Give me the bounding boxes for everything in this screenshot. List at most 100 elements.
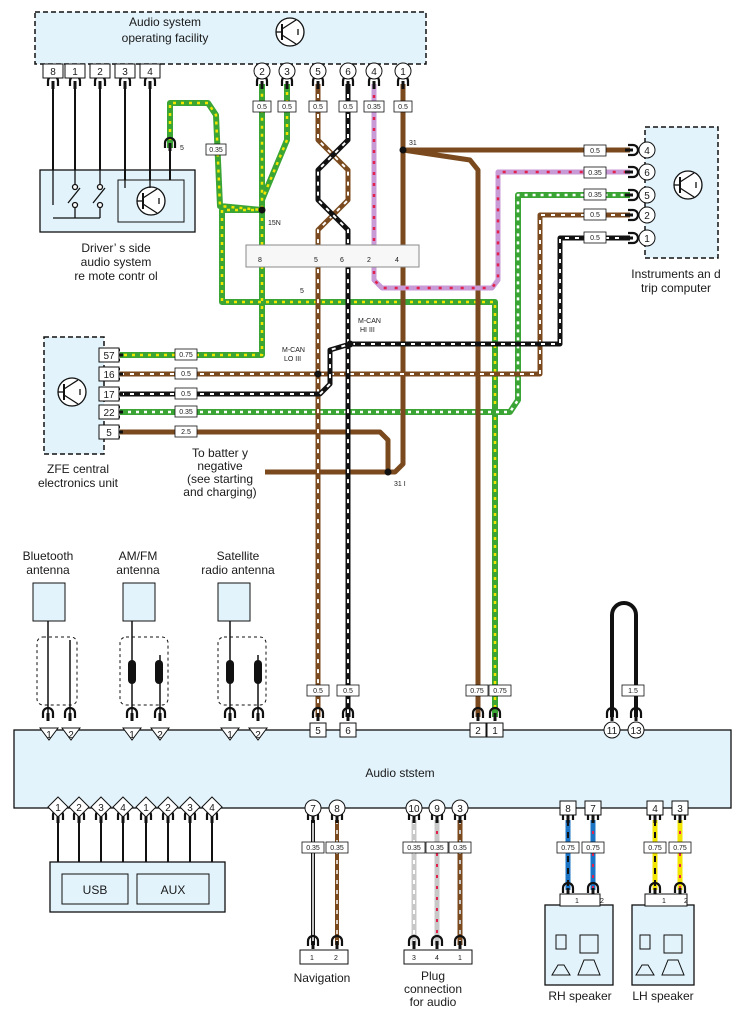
navigation-label: Navigation: [294, 971, 351, 985]
wire-size: 0.5: [181, 371, 191, 378]
rh-speaker: 1 2 RH speaker: [544, 893, 614, 1003]
bluetooth-antenna-icon: [32, 582, 66, 622]
wire-size: 0.35: [588, 192, 602, 199]
pin-label: 8: [258, 257, 262, 264]
pin-label: 4: [644, 146, 650, 157]
pin-label: 2: [165, 803, 171, 814]
pin-label: 6: [644, 168, 650, 179]
wire-size: 0.75: [586, 845, 600, 852]
m-can-lo-label: M-CAN: [282, 347, 305, 354]
pin-label: 2: [259, 67, 265, 78]
pin-label: 17: [103, 390, 115, 401]
pin-label: 2: [76, 803, 82, 814]
amfm-antenna-label: antenna: [116, 563, 160, 577]
pin-label: 1: [400, 67, 406, 78]
pin-label: 13: [630, 726, 642, 737]
pin-label: 6: [340, 257, 344, 264]
wire-size: 0.5: [282, 104, 292, 111]
pin-label: 16: [103, 370, 115, 381]
pin-label: 7: [590, 804, 596, 815]
can-labels: M-CAN HI III M-CAN LO III: [282, 318, 381, 363]
pin-label: 11: [607, 726, 618, 737]
steering-remote-transistor-icon: [136, 186, 166, 216]
m-can-hi-sub: HI III: [360, 327, 375, 334]
usb-port: [61, 873, 129, 905]
aux-label: AUX: [161, 883, 186, 897]
wire-size: 0.75: [179, 352, 193, 359]
wire-size: 1.5: [628, 688, 638, 695]
lh-speaker-label: LH speaker: [632, 989, 693, 1003]
zfe-label-1: ZFE central: [47, 462, 109, 476]
instruments-label-2: trip computer: [641, 281, 711, 295]
pin-label: 4: [652, 804, 658, 815]
instruments-pins: 4 6 5 2 1: [638, 141, 656, 247]
pin-label: 4: [435, 955, 439, 962]
pin-label: 2: [68, 730, 74, 741]
zfe-transistor-icon: [57, 377, 87, 407]
pin-label: 5: [315, 67, 321, 78]
speaker-icon: [635, 934, 685, 976]
inline-connector: [245, 244, 420, 268]
plug-label: for audio: [410, 995, 457, 1009]
pin-label: 1: [662, 898, 666, 905]
pin-label: 1: [310, 955, 314, 962]
wire-size-tags: 0.5 0.5 0.5 0.5 0.35 0.5 0.35 5 15N 3 1 3…: [174, 100, 692, 854]
battery-label: (see starting: [187, 472, 253, 486]
pin-label: 7: [310, 804, 316, 815]
m-can-hi-label: M-CAN: [358, 318, 381, 325]
splice-31i: 31 I: [394, 481, 406, 488]
operating-facility-box: [34, 11, 427, 65]
pin-label: 5: [314, 257, 318, 264]
pin-label: 1: [72, 67, 78, 78]
inline-connector-pins: 8 5 6 2 4: [258, 257, 399, 264]
plug-label: connection: [404, 982, 462, 996]
amfm-antenna-icon: [122, 582, 156, 622]
pin-label: 4: [395, 257, 399, 264]
shield-icon: [119, 636, 169, 706]
wire-size: 0.5: [257, 104, 267, 111]
wire-size: 0.5: [313, 688, 323, 695]
speaker-icon: [551, 934, 601, 976]
battery-label: negative: [197, 459, 243, 473]
wire-size: 0.35: [179, 409, 193, 416]
pin-label: 5: [315, 726, 321, 737]
bluetooth-antenna-label: antenna: [26, 563, 70, 577]
plug-connector: [403, 949, 473, 965]
wire-size: 5: [300, 288, 304, 295]
pin-label: 8: [565, 804, 571, 815]
pin-label: 6: [345, 67, 351, 78]
wire-size: 0.5: [398, 104, 408, 111]
instruments-label-1: Instruments an d: [631, 267, 720, 281]
navigation-connector: [299, 949, 349, 965]
wire-size: 0.5: [313, 104, 323, 111]
pin-label: 3: [187, 803, 193, 814]
wire-size: 0.35: [588, 170, 602, 177]
audio-top-pins: 1 2 1 2 1 2 5 6 2 1 11 13: [39, 721, 645, 741]
instruments-transistor-icon: [673, 170, 703, 200]
operating-facility-title-2: operating facility: [122, 31, 209, 45]
pin-label: 3: [98, 803, 104, 814]
pin-label: 2: [97, 67, 103, 78]
satellite-antenna-label: Satellite: [217, 549, 260, 563]
shield-icon: [36, 636, 78, 706]
pin-label: 10: [408, 804, 420, 815]
plug-label: Plug: [421, 969, 445, 983]
satellite-antenna-icon: [217, 582, 251, 622]
pin-label: 2: [367, 257, 371, 264]
pin-label: 2: [157, 730, 163, 741]
audio-bottom-pins: 1 2 3 4 1 2 3 4 7 8 10 9 3 8 7 4 3: [47, 796, 689, 818]
rh-speaker-label: RH speaker: [548, 989, 611, 1003]
bluetooth-antenna-label: Bluetooth: [23, 549, 74, 563]
wire-size: 0.5: [343, 104, 353, 111]
operating-facility-pins: 8 1 2 3 4 2 3 5 6 4 1: [42, 62, 412, 80]
pin-label: 2: [644, 211, 650, 222]
pin-label: 2: [334, 955, 338, 962]
aux-port: [136, 873, 210, 905]
pin-label: 3: [457, 804, 463, 815]
pin-label: 1: [227, 730, 233, 741]
wire-size: 0.75: [561, 845, 575, 852]
pin-label: 1: [644, 234, 650, 245]
pin-label: 4: [120, 803, 126, 814]
pin-label: 22: [103, 408, 115, 419]
splice-15n: 15N: [268, 220, 281, 227]
